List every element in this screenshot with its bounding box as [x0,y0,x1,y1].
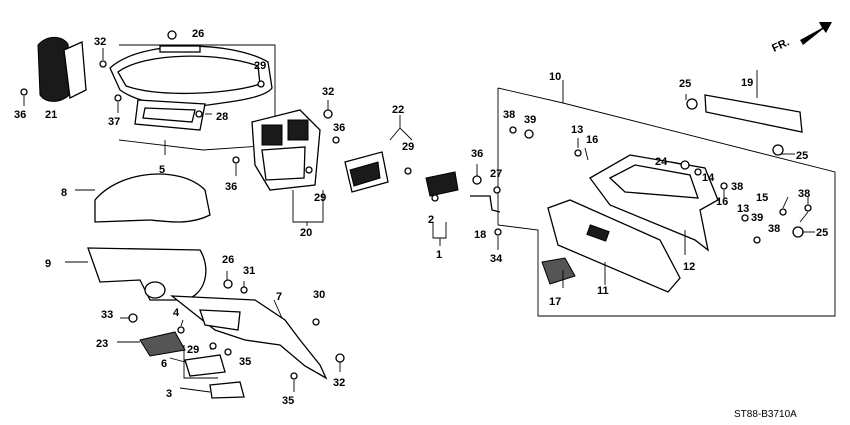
lower-trim-3 [209,381,245,399]
meter-visor-assembly [109,45,273,131]
callout-17: 17 [549,296,561,308]
callout-18: 18 [474,229,486,241]
callout-11: 11 [597,285,609,297]
callout-13: 13 [737,203,749,215]
callout-16: 16 [716,196,728,208]
callout-29: 29 [187,344,199,356]
center-vent-right [344,151,389,193]
callout-8: 8 [61,187,67,199]
stay-bracket-19 [704,94,803,133]
glove-box-latch [541,257,576,285]
callout-24: 24 [655,156,668,168]
bracket-18 [470,195,501,213]
callout-14: 14 [702,172,715,184]
callout-32: 32 [94,36,106,48]
callout-10: 10 [549,71,561,83]
callout-36: 36 [225,181,237,193]
callout-12: 12 [683,261,695,273]
callout-33: 33 [101,309,113,321]
callout-27: 27 [490,168,502,180]
callout-1: 1 [436,249,442,261]
callout-29: 29 [314,192,326,204]
column-cover-lower [87,247,207,301]
callout-26: 26 [222,254,234,266]
callout-25: 25 [796,150,808,162]
callout-5: 5 [159,164,165,176]
center-vent-panel [251,109,321,191]
callout-6: 6 [161,358,167,370]
callout-25: 25 [816,227,828,239]
callout-38: 38 [503,109,515,121]
callout-36: 36 [471,148,483,160]
callout-13: 13 [571,124,583,136]
callout-30: 30 [313,289,325,301]
callout-4: 4 [173,307,180,319]
callout-35: 35 [282,395,294,407]
knee-bolster-assembly [170,295,328,380]
switch-panel [425,171,459,197]
callout-3: 3 [166,388,172,400]
callout-36: 36 [333,122,345,134]
callout-32: 32 [322,86,334,98]
column-cover-upper [94,173,211,223]
glove-box-frame [589,154,719,252]
fasteners [20,30,812,380]
callout-23: 23 [96,338,108,350]
callout-39: 39 [524,114,536,126]
front-direction-arrow: FR. [770,22,832,55]
callout-32: 32 [333,377,345,389]
callout-36: 36 [14,109,26,121]
callout-37: 37 [108,116,120,128]
callout-20: 20 [300,227,312,239]
callout-35: 35 [239,356,251,368]
callout-29: 29 [402,141,414,153]
callout-26: 26 [192,28,204,40]
callout-38: 38 [798,188,810,200]
diagram-code: ST88-B3710A [734,409,797,420]
callout-22: 22 [392,104,404,116]
callout-7: 7 [276,291,282,303]
leader-lines [23,48,815,393]
callout-29: 29 [254,60,266,72]
lower-cover-23 [139,331,186,357]
callout-2: 2 [428,214,434,226]
callout-9: 9 [45,258,51,270]
callout-21: 21 [45,109,57,121]
front-direction-label: FR. [770,36,791,54]
callout-19: 19 [741,77,753,89]
callout-34: 34 [490,253,503,265]
callout-38: 38 [731,181,743,193]
callout-38: 38 [768,223,780,235]
glove-box-lid [547,199,681,293]
callout-25: 25 [679,78,691,90]
lower-trim-6 [184,354,226,377]
callout-15: 15 [756,192,768,204]
callout-28: 28 [216,111,228,123]
side-vent-left [37,36,87,102]
callout-16: 16 [586,134,598,146]
callout-31: 31 [243,265,255,277]
callout-39: 39 [751,212,763,224]
